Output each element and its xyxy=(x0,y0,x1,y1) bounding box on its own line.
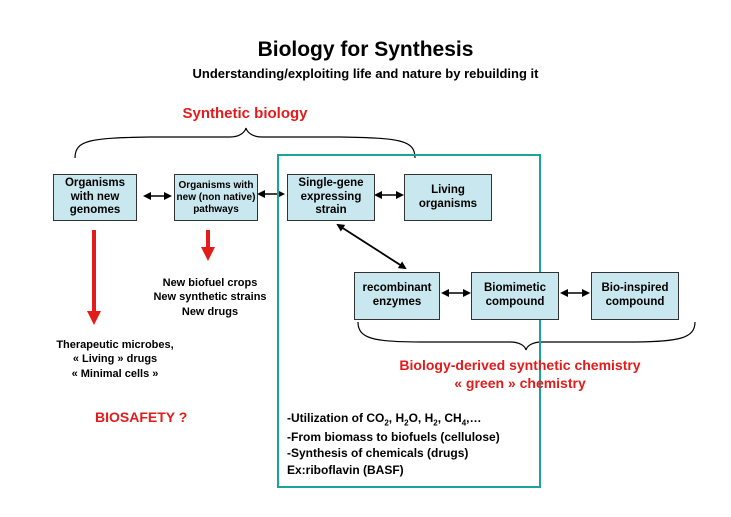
arrow-singlegene-enzymes xyxy=(336,223,407,270)
page-title: Biology for Synthesis xyxy=(257,38,474,61)
box-biomimetic-compound: Biomimetic compound xyxy=(471,272,559,320)
outcome-new-drugs: New drugs xyxy=(181,305,239,318)
green-chemistry-frame xyxy=(277,154,541,488)
box-bio-inspired-compound: Bio-inspired compound xyxy=(591,272,679,320)
page-subtitle: Understanding/exploiting life and nature… xyxy=(192,66,539,81)
left-outcomes: Therapeutic microbes, « Living » drugs «… xyxy=(35,338,195,381)
middle-outcomes: New biofuel crops New synthetic strains … xyxy=(140,276,280,319)
derived-chemistry-brace xyxy=(357,321,696,351)
outcome-minimal-cells: « Minimal cells » xyxy=(71,367,159,380)
derived-chemistry-label: Biology-derived synthetic chemistry « gr… xyxy=(360,356,680,392)
outcome-living-drugs: « Living » drugs xyxy=(72,353,158,366)
application-utilization: -Utilization of CO2, H2O, H2, CH4,… xyxy=(287,411,482,428)
derived-chemistry-line1: Biology-derived synthetic chemistry xyxy=(399,357,641,373)
synthetic-biology-label: Synthetic biology xyxy=(182,105,308,122)
outcome-biofuel-crops: New biofuel crops xyxy=(162,277,258,289)
box-new-pathways: Organisms with new (non native) pathways xyxy=(174,174,258,221)
application-biomass: -From biomass to biofuels (cellulose) xyxy=(287,429,500,444)
box-single-gene: Single-gene expressing strain xyxy=(287,174,375,221)
application-chemicals: -Synthesis of chemicals (drugs) xyxy=(287,446,469,461)
box-living-organisms: Living organisms xyxy=(404,174,492,221)
box-recombinant-enzymes: recombinant enzymes xyxy=(354,272,440,320)
box-new-genomes: Organisms with new genomes xyxy=(53,174,137,221)
outcome-synthetic-strains: New synthetic strains xyxy=(153,291,267,304)
applications-list: -Utilization of CO2, H2O, H2, CH4,… -Fro… xyxy=(287,410,547,479)
outcome-therapeutic: Therapeutic microbes, xyxy=(56,339,174,351)
derived-chemistry-line2: « green » chemistry xyxy=(454,375,586,392)
synthetic-biology-brace xyxy=(74,127,416,159)
biosafety-label: BIOSAFETY ? xyxy=(95,409,188,425)
application-riboflavin: Ex:riboflavin (BASF) xyxy=(287,463,404,478)
